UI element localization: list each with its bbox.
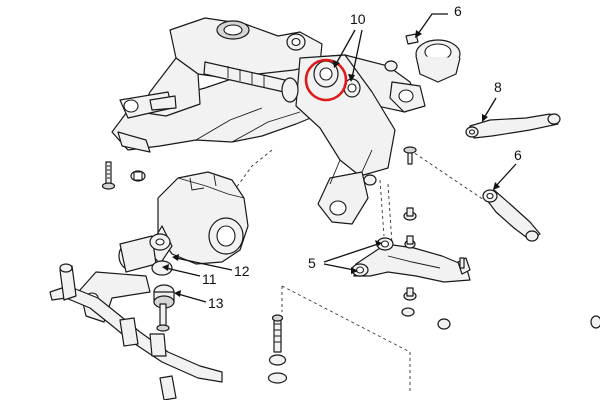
subframe-mount-bolt-left [101,131,151,190]
callout-10: 10 [350,11,366,27]
callout-6-top: 6 [454,3,462,19]
callout-leaders [162,13,517,303]
lower-arm-hardware [401,207,600,330]
lower-control-arm [351,237,471,283]
callout-5: 5 [308,255,316,271]
subframe-bolt-right [363,146,417,186]
alignment-line-knuckle [379,149,485,245]
stud-bolt-center [267,314,288,384]
callout-11: 11 [202,271,217,287]
callout-12: 12 [234,263,250,279]
callout-13: 13 [208,295,224,311]
lower-link [482,189,541,242]
differential-assembly [118,171,249,276]
alignment-line-lower [281,285,411,392]
callout-8: 8 [494,79,502,95]
highlighted-bushing-circle [304,58,348,102]
callout-6-right: 6 [514,147,522,163]
upper-link-arm [465,113,561,139]
rear-subframe [111,17,426,225]
stabilizer-bar [49,263,223,400]
spring-seat [384,33,461,83]
